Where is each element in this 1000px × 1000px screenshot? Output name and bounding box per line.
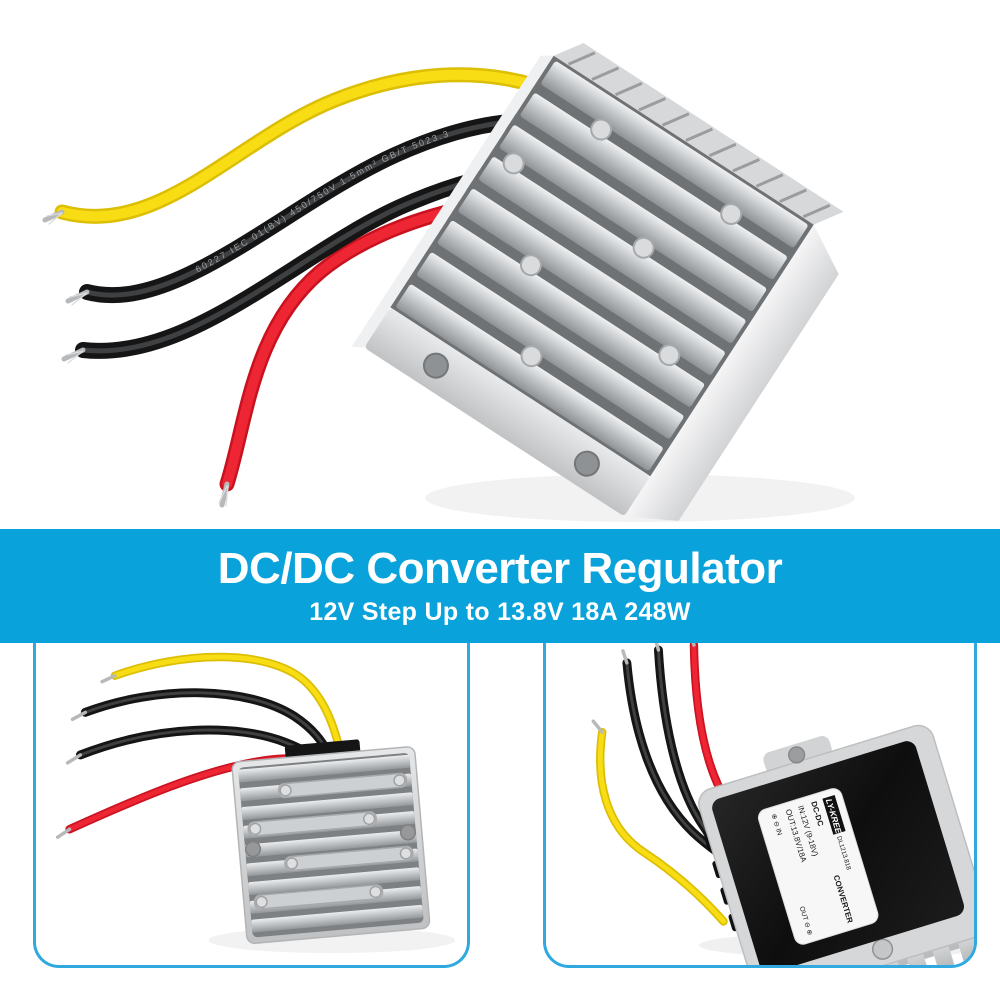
red-wire-tip <box>691 643 696 647</box>
black-wire-1-tip <box>621 649 629 665</box>
hero-converter-illustration: 60227 IEC 01(BV) 450/750V 1.5mm² GB/T 50… <box>42 42 855 522</box>
fin-end-notches <box>567 51 831 219</box>
slot-bars <box>247 772 414 910</box>
converter-bottom-view: LY-KREE DL1213.818 DC-DC CONVERTER IN:12… <box>698 724 974 965</box>
heatsink-rivets <box>502 118 743 368</box>
yellow-wire <box>591 719 728 926</box>
black-wire-1-tip <box>70 710 88 722</box>
red-wire-tip <box>55 827 72 839</box>
yellow-wire-tip <box>591 719 604 734</box>
heatsink-side-wall <box>624 224 839 521</box>
flange-holes <box>422 352 600 477</box>
product-title: DC/DC Converter Regulator <box>217 544 783 593</box>
label-view-illustration: LY-KREE DL1213.818 DC-DC CONVERTER IN:12… <box>591 643 974 965</box>
title-banner: DC/DC Converter Regulator 12V Step Up to… <box>0 529 1000 643</box>
product-subtitle: 12V Step Up to 13.8V 18A 248W <box>309 598 691 626</box>
spec-label <box>757 788 879 945</box>
brand-chip <box>822 795 846 835</box>
black-wire-2-tip <box>65 753 83 765</box>
hero-photo: 60227 IEC 01(BV) 450/750V 1.5mm² GB/T 50… <box>42 42 855 522</box>
heatsink-fins <box>396 61 808 471</box>
black-wire-2-tip <box>654 643 661 652</box>
heatsink-left-edge <box>351 55 554 348</box>
rivets <box>249 774 413 909</box>
yellow-wire <box>42 67 598 225</box>
screw-holes <box>244 824 417 858</box>
converter-heatsink <box>351 42 844 521</box>
thumbnail-top-view <box>33 643 470 968</box>
yellow-wire <box>100 652 345 759</box>
rim-hole-top <box>788 746 806 764</box>
black-wire-1 <box>70 688 335 761</box>
converter-top-view <box>231 739 431 945</box>
yellow-wire-tip <box>100 673 117 684</box>
thumbnail-label-view: LY-KREE DL1213.818 DC-DC CONVERTER IN:12… <box>543 643 977 968</box>
top-view-illustration <box>55 652 456 954</box>
